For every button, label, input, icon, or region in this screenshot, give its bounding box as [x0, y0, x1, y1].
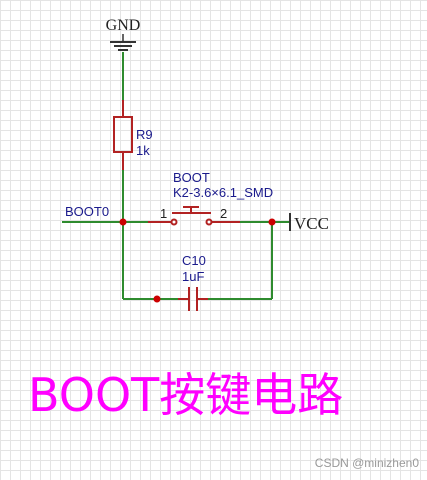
switch-designator: BOOT: [173, 170, 210, 185]
diagram-caption: BOOT按键电路: [28, 368, 344, 422]
vcc-label: VCC: [294, 214, 329, 233]
capacitor-c10: [178, 287, 208, 311]
wires: [62, 52, 290, 300]
junction-dot: [268, 218, 276, 226]
junction-dot: [119, 218, 127, 226]
switch-pin2: 2: [220, 206, 227, 221]
watermark: CSDN @minizhen0: [314, 456, 419, 470]
gnd-label: GND: [106, 17, 141, 34]
resistor-r9: [113, 100, 133, 170]
net-label-boot0: BOOT0: [65, 204, 109, 219]
c10-value: 1uF: [182, 269, 204, 284]
gnd-symbol: [110, 34, 136, 51]
c10-designator: C10: [182, 253, 206, 268]
r9-value: 1k: [136, 143, 150, 158]
switch-footprint: K2-3.6×6.1_SMD: [173, 185, 273, 200]
r9-designator: R9: [136, 127, 153, 142]
junction-dot: [153, 295, 161, 303]
junctions: [119, 218, 276, 303]
boot-switch: [148, 206, 240, 226]
switch-pin1: 1: [160, 206, 167, 221]
